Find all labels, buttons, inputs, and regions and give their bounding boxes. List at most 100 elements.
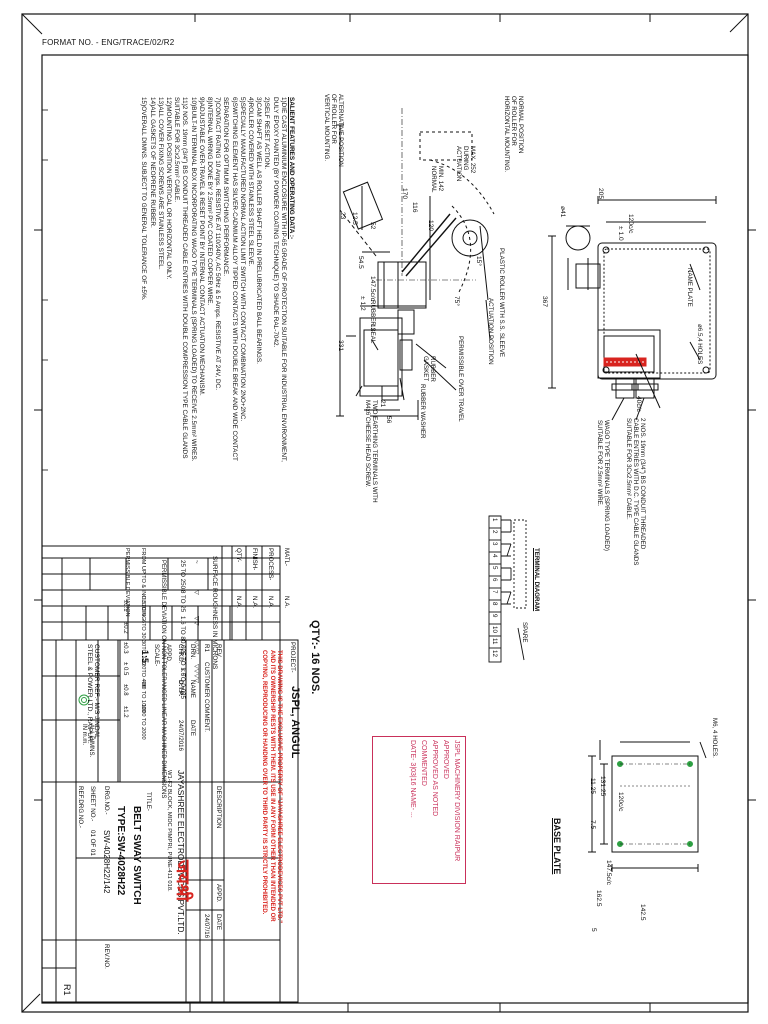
- finish-value: N.A.: [251, 596, 258, 609]
- stamp-line-1: JSPL MACHINERY DIVISION RAIPUR: [453, 740, 460, 862]
- salient-item: 2)SELF RESET ACTION.: [263, 97, 271, 169]
- salient-item: SEPARATION FOR OPTIMUM SWITCHING PERFORM…: [222, 97, 230, 277]
- salient-item: 13)ALL COVER FIXING SCREWS ARE STAINLESS…: [156, 97, 164, 270]
- salient-title: SALIENT FEATURES AND OPERATING DATA :-: [288, 97, 295, 240]
- salient-item: 4)ROLLER COVERED WITH STAINLESS STEEL SL…: [246, 97, 254, 267]
- approval-stamp: JSPL MACHINERY DIVISION RAIPUR APPROVED …: [372, 736, 466, 884]
- dim-205: 205: [597, 188, 604, 200]
- salient-item: 14)ALL GASKETS OF NEOPRENE RUBBER.: [148, 97, 156, 228]
- tol-dev-2: ±0.3: [122, 642, 128, 654]
- salient-item: 8)INTERNAL WIRING DONE BY 2.5mm² PVC COA…: [205, 97, 213, 306]
- customer-ref: CUSTOMER REF:- M/S JINDAL STEEL & POWER …: [85, 644, 100, 744]
- tol-dev-0: ±0.1: [122, 600, 128, 612]
- chkd-label: CHKD.: [177, 644, 184, 664]
- dim-tol-1-0: ± 1.0: [617, 226, 624, 241]
- tol-dev-3: ± 0.5: [122, 662, 128, 676]
- stamp-line-2: APPROVED: [442, 740, 449, 779]
- name-label: NAME: [189, 680, 196, 698]
- dim-170: 170: [401, 188, 408, 200]
- dim-162-5: 162.5: [595, 890, 602, 907]
- dim-5: 5: [590, 928, 597, 932]
- salient-item: SUITABLE FOR 3Cx2.5mm² CABLE.: [173, 97, 181, 202]
- dim-120cc: 120c/c: [627, 214, 634, 234]
- earthing-callout: TWO EARTHING TERMINALS WITH M4x6 CHEESE …: [363, 400, 378, 503]
- rev-no-value: R1: [62, 984, 72, 996]
- terminal-10: 10: [491, 626, 498, 633]
- base-plate-title: BASE PLATE: [552, 818, 562, 875]
- dim-120: 120: [427, 220, 434, 232]
- salient-item: 6)SWITCHING ELEMENT HAS SILVER-CADMIUM A…: [230, 97, 238, 461]
- dim-131-25: 131.25: [599, 776, 606, 797]
- conduit-callout: 2 NOS. 19mm (3/4") BS CONDUIT THREADED C…: [624, 418, 646, 566]
- tol-dev-4: ±0.8: [122, 684, 128, 696]
- terminal-12: 12: [491, 650, 498, 657]
- salient-item: DULY EPOXY PAINTED (BY POWDER COATING TE…: [271, 97, 279, 348]
- roughness-val-1: 8 TO 25: [179, 590, 186, 613]
- roughness-val-2: 1.6 TO 8: [179, 616, 186, 640]
- tol-dev-5: ±1.2: [122, 706, 128, 718]
- tol-dev-1: ±0.2: [122, 622, 128, 634]
- dim-7-5: 7.5: [589, 820, 596, 830]
- salient-item: 11)2 NOS. 19mm (3/4") BS CONDUIT THREADE…: [181, 97, 189, 459]
- drg-no-value: SW-4028H22/142: [102, 830, 111, 894]
- terminal-5: 5: [491, 566, 498, 570]
- roughness-sym-1: ▽: [193, 590, 200, 595]
- terminal-2: 2: [491, 530, 498, 534]
- dim-tol-1-2: ± 1.2: [359, 296, 366, 311]
- stamp-line-4: COMMENTED: [420, 740, 427, 786]
- normal-position-callout: NORMAL POSITION OF ROLLER FOR HORIZONTAL…: [502, 96, 524, 173]
- dim-54-5: 54.5: [357, 256, 364, 269]
- project-name: JSPL, ANGUL: [289, 686, 301, 759]
- salient-item: 5)SPECIALLY MANUFACTURED NORMAL ACTION L…: [238, 97, 246, 422]
- description-header: DESCRIPTION: [215, 786, 222, 829]
- date-label: DATE: [189, 720, 196, 737]
- wago-callout: WAGO TYPE TERMINALS (SPRING LOADED) SUIT…: [595, 420, 610, 551]
- dim-21: 21: [379, 400, 386, 408]
- terminal-1: 1: [491, 518, 498, 522]
- drn-label: DRN.: [189, 644, 196, 660]
- matl-value: N.A.: [283, 596, 290, 609]
- qty-value: N.A.: [235, 596, 242, 609]
- tol-range-5: 1000 TO 2000: [140, 704, 146, 740]
- dim-dia-41: ø41: [559, 206, 566, 218]
- process-value: N.A.: [267, 596, 274, 609]
- rubber-gasket-callout: RUBBER GASKET: [421, 356, 436, 382]
- rev-no-label: REV.NO.: [103, 944, 110, 969]
- salient-item: 1)DIE CAST ALUMINIUM ENCLOSURE WITH IP-6…: [279, 97, 287, 462]
- project-qty: QTY:- 16 NOS.: [309, 620, 321, 695]
- salient-item: 3)CAM SHAFT AS WELL AS ROLLER SHAFT HELD…: [255, 97, 263, 364]
- holes-callout: ø6.5,4 HOLES: [696, 324, 703, 365]
- dim-116: 116: [411, 202, 418, 213]
- format-number: FORMAT NO. - ENG/TRACE/02/R2: [42, 38, 175, 47]
- scale-label: SCALE-: [153, 644, 160, 667]
- customer-comment: CUSTOMER COMMENT.: [203, 662, 210, 733]
- salient-features: SALIENT FEATURES AND OPERATING DATA :- 1…: [139, 97, 295, 462]
- dim-23: 23: [339, 212, 346, 220]
- roughness-sym-0: ~: [193, 560, 200, 564]
- rubber-washer-callout: RUBBER WASHER: [419, 384, 426, 439]
- scale-value: 1:5: [140, 650, 150, 664]
- alternative-position-callout: ALTERNATIVE POSITION OF ROLLER FOR VERTI…: [322, 94, 344, 167]
- company-address: W1-F2 BLOCK, MIDC PIMPRI, PUNE-411 018.: [166, 770, 172, 892]
- stamp-line-5: DATE- 3|03|16 NAME- ...: [409, 740, 416, 818]
- drawing-title-2: TYPE:SW-4028H22: [115, 806, 126, 896]
- sheet-no-label: SHEET NO.-: [89, 786, 96, 822]
- rev-header: REV.: [215, 644, 222, 658]
- project-label: PROJECT-: [289, 642, 296, 673]
- terminal-diagram-title: TERMINAL DIAGRAM: [533, 548, 540, 612]
- drawing-title-1: BELT SWAY SWITCH: [131, 806, 142, 905]
- rubber-seal-callout: RUBBER SEAL: [369, 300, 376, 344]
- tol-range-1: 6TO 30: [140, 620, 146, 639]
- salient-item: 12)MOUNTING POSITION VERTICAL OR HORIZON…: [164, 97, 172, 280]
- m6-holes-callout: M6, 4 HOLES.: [711, 718, 718, 758]
- dim-142-5: 142.5: [639, 904, 646, 921]
- actuation-position-callout: ACTUATION POSITION: [487, 298, 494, 365]
- rev-r1: R1: [203, 644, 210, 652]
- matl-label: MATL-: [283, 548, 290, 567]
- spare-label: SPARE: [521, 622, 528, 643]
- title-label: TITLE-: [145, 792, 152, 811]
- dim-147-5: 147.5c/c: [369, 276, 376, 301]
- salient-item: 7)CONTACT RATING 10 Amps. RESISTIVE AT 1…: [214, 97, 222, 391]
- dim-12-5: 12.5: [351, 212, 358, 225]
